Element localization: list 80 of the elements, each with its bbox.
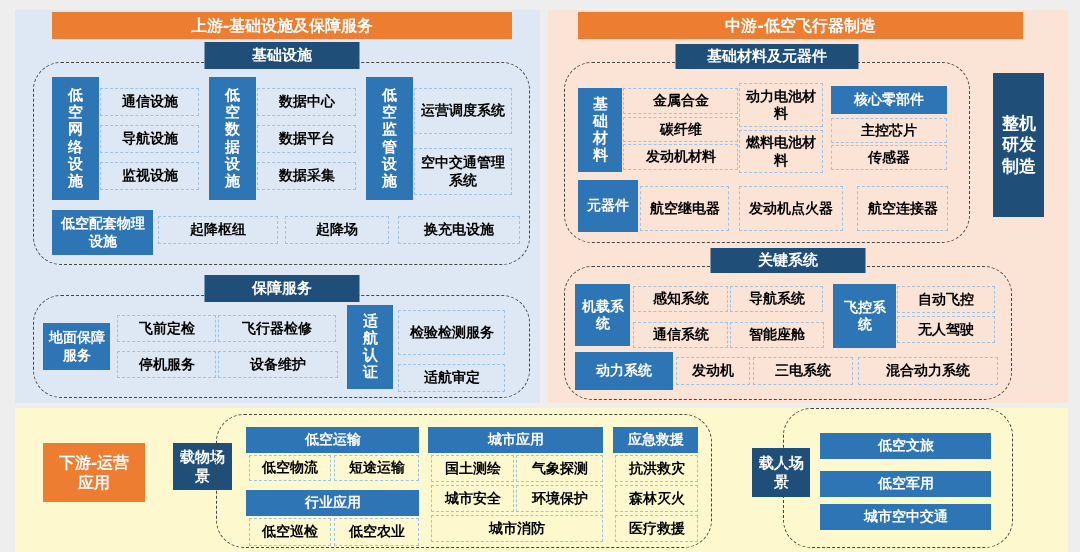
item-cell: 低空物流 [249,455,331,481]
item-cell: 飞行器检修 [218,315,336,342]
section-panel [15,408,1068,552]
category-label: 机载系统 [575,284,630,346]
item-cell: 金属合金 [623,88,738,114]
item-cell: 起降枢纽 [158,216,278,244]
item-cell: 飞前定检 [117,315,216,342]
section-panel [15,10,540,403]
item-cell: 航空继电器 [640,186,729,231]
item-cell: 检验检测服务 [398,310,505,355]
category-label: 城市应用 [428,427,603,453]
item-cell: 导航系统 [730,286,823,312]
item-cell: 国土测绘 [431,455,514,482]
category-label: 行业应用 [246,490,419,516]
item-cell: 发动机点火器 [739,186,843,231]
item-cell: 无人驾驶 [897,316,995,343]
item-cell: 城市安全 [431,485,514,512]
category-label: 城市空中交通 [820,504,991,530]
item-cell: 环境保护 [516,485,603,512]
item-cell: 森林灭火 [615,485,698,512]
category-label: 载物场景 [173,443,232,490]
category-label: 应急救援 [613,427,698,453]
category-label: 低空监管设施 [366,77,413,200]
item-cell: 碳纤维 [623,117,738,142]
group-heading: 基础材料及元器件 [675,44,859,69]
category-label: 适航认证 [347,305,393,389]
item-cell: 发动机 [676,357,750,385]
item-cell: 动力电池材料 [739,83,823,127]
item-cell: 抗洪救灾 [615,455,698,482]
item-cell: 监视设施 [100,162,199,190]
item-cell: 通信设施 [100,88,199,116]
item-cell: 燃料电池材料 [739,130,823,173]
group-heading: 基础设施 [204,42,359,69]
item-cell: 空中交通管理系统 [414,148,512,195]
category-label: 飞控系统 [833,284,896,348]
item-cell: 起降场 [285,216,389,244]
item-cell: 换充电设施 [398,216,520,244]
item-cell: 设备维护 [218,351,338,378]
category-label: 低空运输 [246,427,419,453]
section-panel [548,10,1068,403]
item-cell: 低空巡检 [249,518,331,546]
category-label: 动力系统 [575,352,673,390]
category-label: 低空网络设施 [52,77,99,200]
category-label: 基础材料 [578,88,622,172]
item-cell: 自动飞控 [897,286,995,313]
category-label: 元器件 [578,180,638,232]
category-label: 低空配套物理设施 [52,210,153,255]
item-cell: 短途运输 [334,455,419,481]
category-label: 低空军用 [820,471,991,497]
item-cell: 数据平台 [257,125,356,153]
section-title-bar: 下游-运营应用 [43,443,145,502]
item-cell: 适航审定 [398,364,505,392]
category-label: 低空文旅 [820,433,991,459]
category-label: 地面保障服务 [43,323,110,370]
item-cell: 导航设施 [100,125,199,153]
item-cell: 传感器 [831,145,947,170]
item-cell: 发动机材料 [623,144,738,170]
item-cell: 三电系统 [753,357,853,385]
group-heading: 关键系统 [710,248,866,273]
item-cell: 智能座舱 [730,322,824,348]
item-cell: 城市消防 [431,515,603,542]
item-cell: 停机服务 [117,351,216,378]
item-cell: 航空连接器 [857,186,948,231]
item-cell: 数据采集 [257,162,356,190]
item-cell: 主控芯片 [831,118,947,143]
category-label: 核心零部件 [831,86,947,114]
item-cell: 低空农业 [334,518,419,546]
section-title-bar: 上游-基础设施及保障服务 [52,12,512,39]
category-label: 低空数据设施 [209,77,256,200]
section-title-bar: 中游-低空飞行器制造 [578,12,1023,39]
item-cell: 感知系统 [633,286,728,312]
category-label: 整机研发制造 [993,73,1044,217]
category-label: 载人场景 [752,448,810,497]
item-cell: 医疗救援 [615,515,698,542]
group-heading: 保障服务 [204,275,359,302]
item-cell: 通信系统 [633,322,728,348]
item-cell: 气象探测 [516,455,603,482]
item-cell: 混合动力系统 [858,357,998,385]
item-cell: 运营调度系统 [414,88,512,134]
item-cell: 数据中心 [257,88,356,116]
